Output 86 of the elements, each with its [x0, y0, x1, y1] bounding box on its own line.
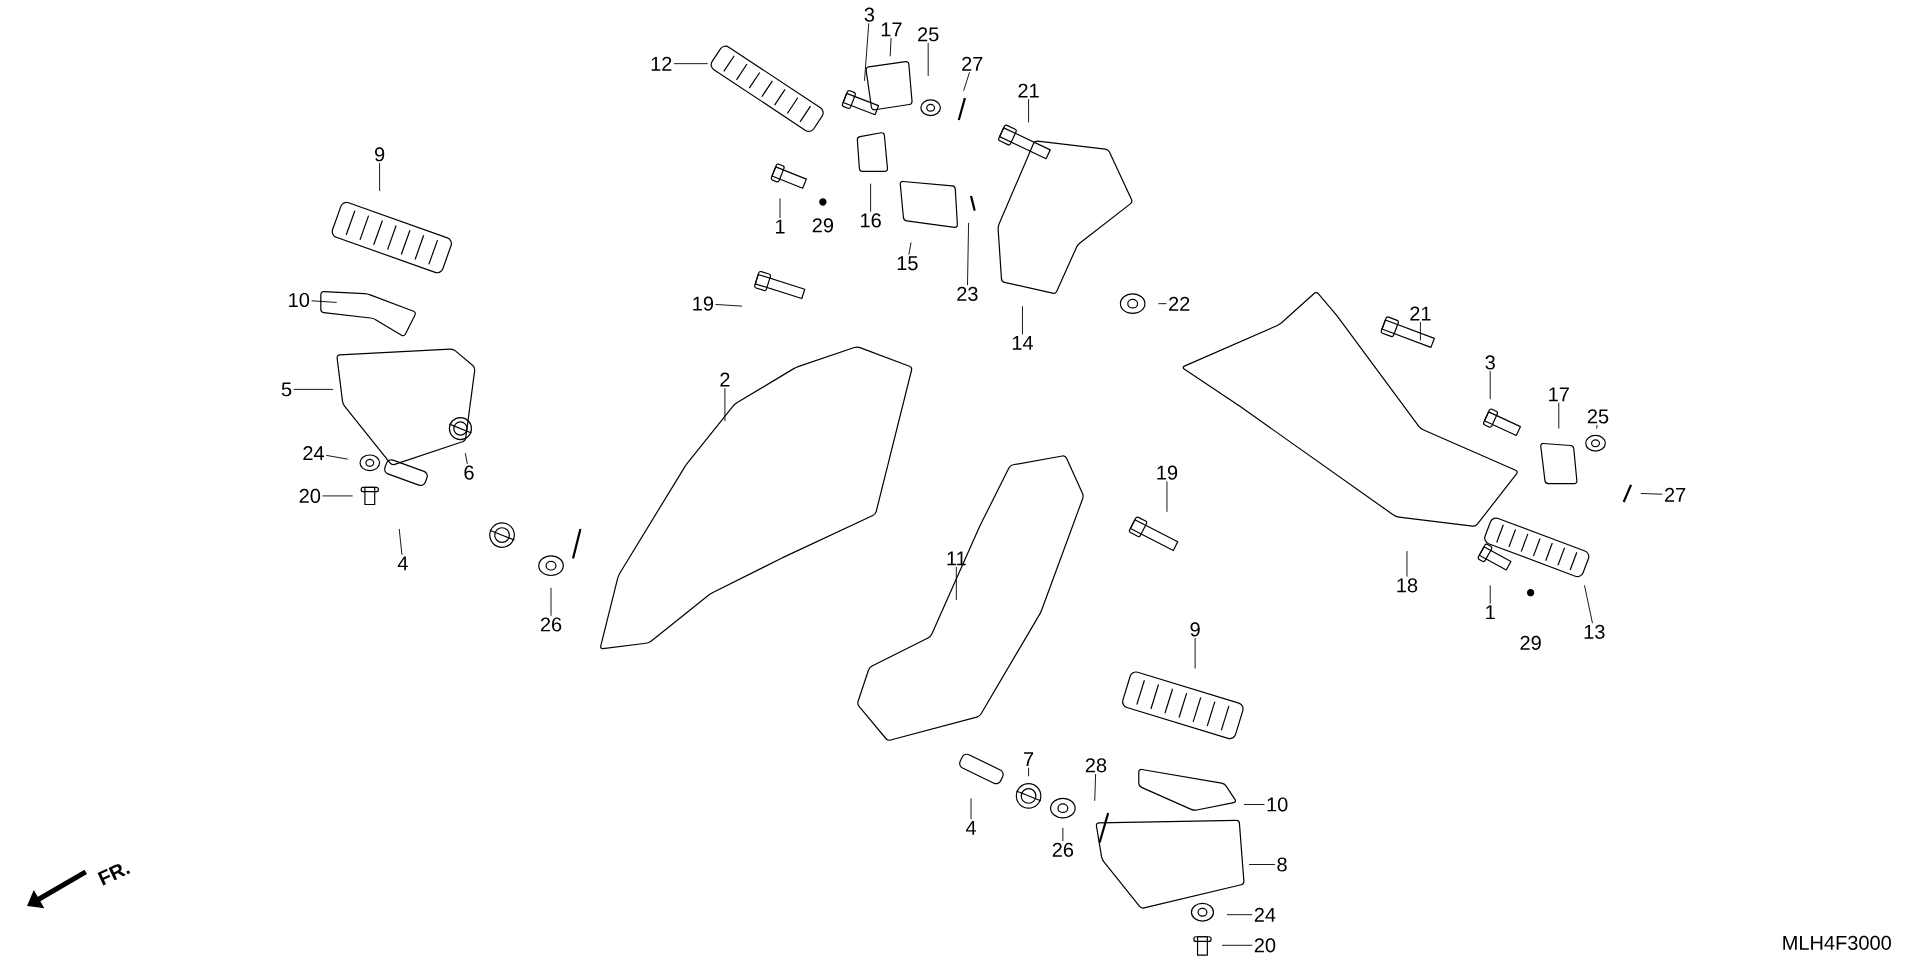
- leader-line: [1419, 321, 1421, 341]
- leader-line: [1028, 98, 1030, 123]
- leader-line: [908, 242, 912, 256]
- leader-line: [779, 197, 781, 219]
- callout-number: 19: [1157, 465, 1178, 480]
- callout-number: 2: [720, 372, 730, 387]
- leader-line: [1157, 303, 1167, 305]
- leader-line: [1596, 424, 1598, 429]
- leader-line: [715, 304, 743, 307]
- callout-number: 1: [1486, 605, 1495, 620]
- callout-number: 29: [812, 218, 834, 233]
- callout-number: 3: [1485, 355, 1495, 370]
- leader-line: [311, 300, 338, 303]
- leader-line: [963, 71, 970, 92]
- leader-line: [1226, 914, 1253, 916]
- callout-number: 27: [1665, 487, 1686, 502]
- leader-line: [1489, 584, 1491, 605]
- leader-line: [1406, 550, 1408, 578]
- callout-number: 24: [1254, 907, 1276, 922]
- leader-line: [967, 222, 970, 286]
- leader-line: [970, 797, 972, 820]
- callout-number: 10: [289, 292, 310, 308]
- callout-number: 25: [1587, 409, 1609, 424]
- callout-number: 10: [1267, 797, 1288, 812]
- callout-number: 11: [947, 551, 966, 566]
- callout-number: 20: [299, 488, 321, 503]
- callout-number: 21: [1018, 83, 1039, 98]
- leader-line: [1640, 493, 1663, 495]
- leader-line: [1248, 864, 1276, 865]
- leader-line: [379, 162, 381, 192]
- leader-line: [550, 587, 552, 617]
- callout-number: 27: [962, 56, 983, 71]
- leader-line: [464, 452, 468, 465]
- leader-line: [1022, 305, 1023, 335]
- callout-number: 4: [397, 556, 408, 571]
- leader-line: [889, 37, 892, 57]
- leader-line: [1166, 480, 1168, 513]
- leader-line: [1221, 944, 1253, 946]
- direction-label: FR.: [97, 864, 131, 886]
- leader-line: [1584, 584, 1593, 624]
- callout-number: 5: [281, 382, 292, 397]
- callout-number: 28: [1085, 758, 1107, 773]
- callout-number: 4: [965, 820, 976, 835]
- callout-number: 9: [1190, 622, 1200, 637]
- callout-number: 7: [1024, 752, 1034, 767]
- leader-line: [1094, 773, 1097, 802]
- callout-number: 26: [1052, 842, 1074, 857]
- callout-number: 9: [375, 147, 385, 162]
- callout-number: 25: [918, 27, 939, 42]
- leader-line: [1062, 827, 1064, 842]
- callout-number: 8: [1277, 857, 1287, 872]
- leader-line: [325, 454, 349, 460]
- callout-number: 26: [540, 617, 562, 632]
- leader-line: [398, 528, 403, 556]
- callout-number: 24: [303, 446, 324, 461]
- leader-line: [293, 388, 334, 390]
- leader-line: [1489, 370, 1491, 400]
- callout-number: 18: [1397, 578, 1418, 593]
- diagram-code: MLH4F3000: [1783, 935, 1891, 950]
- callout-number: 19: [693, 296, 714, 311]
- callout-number: 17: [1549, 387, 1569, 402]
- callout-number: 15: [897, 256, 918, 271]
- callout-number: 6: [464, 465, 474, 480]
- callout-number: 3: [864, 7, 875, 22]
- callout-number: 23: [957, 286, 978, 301]
- callout-number: 22: [1169, 296, 1190, 311]
- callout-number: 29: [1520, 635, 1541, 650]
- leader-line: [724, 387, 726, 422]
- callout-number: 17: [881, 22, 902, 37]
- leader-line: [1028, 767, 1030, 777]
- leader-line: [673, 63, 709, 65]
- leader-line: [1243, 804, 1265, 805]
- callout-number: 20: [1254, 938, 1276, 953]
- leader-line: [1194, 637, 1196, 670]
- callout-number: 12: [651, 56, 672, 71]
- leader-line: [955, 566, 957, 601]
- callout-number: 21: [1410, 306, 1431, 321]
- leader-line: [927, 42, 929, 77]
- leader-line: [1558, 402, 1560, 429]
- leader-line: [322, 495, 354, 497]
- leader-line: [870, 183, 872, 213]
- callout-number: 14: [1012, 336, 1033, 350]
- leader-line: [864, 22, 870, 82]
- callout-number: 1: [775, 219, 785, 234]
- callout-number: 16: [861, 213, 881, 228]
- callout-number: 13: [1584, 624, 1605, 639]
